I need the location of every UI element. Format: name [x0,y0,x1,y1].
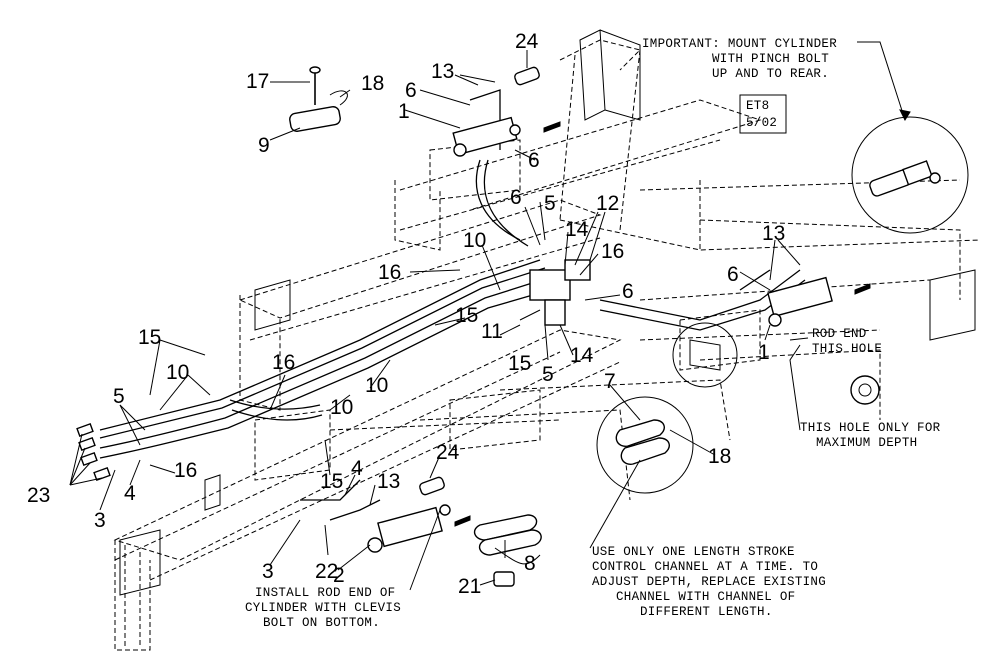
callout-4: 4 [351,457,363,480]
callout-5: 5 [542,363,554,386]
detail-circle-channel [596,396,694,494]
callout-2: 2 [333,564,345,587]
note-rod-end: ROD END THIS HOLE [812,327,882,356]
callout-10: 10 [166,361,189,384]
note-line: ADJUST DEPTH, REPLACE EXISTING [592,575,826,589]
callout-1: 1 [398,100,410,123]
callout-6: 6 [405,79,417,102]
revision-label-box: ET8 5/02 [739,94,787,134]
revision-label-line2: 5/02 [746,116,777,130]
valve-block [529,259,591,326]
stroke-control-channels [473,514,542,587]
callout-18: 18 [708,445,731,468]
note-line: USE ONLY ONE LENGTH STROKE [592,545,795,559]
cylinder-top [452,116,521,157]
callout-12: 12 [596,192,619,215]
callout-14: 14 [570,344,594,367]
callout-6: 6 [622,280,634,303]
note-line: UP AND TO REAR. [712,67,829,81]
callout-5: 5 [113,385,125,408]
revision-label-line1: ET8 [746,99,769,113]
callout-17: 17 [246,70,269,93]
cylinder-bottom [367,504,451,553]
callout-16: 16 [174,459,197,482]
note-line: BOLT ON BOTTOM. [263,616,380,630]
hose-couplers [76,422,111,482]
pin-and-clip [289,66,348,132]
callout-10: 10 [365,374,388,397]
detail-circle-hole [672,322,738,388]
callout-3: 3 [94,509,106,532]
callout-1: 1 [758,341,770,364]
callout-16: 16 [272,351,295,374]
callout-6: 6 [510,186,522,209]
callout-18: 18 [361,72,384,95]
cylinder-right [767,276,833,327]
note-line: THIS HOLE ONLY FOR [800,421,941,435]
note-line: CYLINDER WITH CLEVIS [245,601,401,615]
frame-outline [113,29,981,651]
callout-5: 5 [544,192,556,215]
note-line: DIFFERENT LENGTH. [640,605,773,619]
note-hole-max-depth: THIS HOLE ONLY FOR MAXIMUM DEPTH [800,421,941,450]
callout-14: 14 [565,218,589,241]
note-line: THIS HOLE [812,342,882,356]
note-line: CONTROL CHANNEL AT A TIME. TO [592,560,818,574]
callout-8: 8 [524,552,536,575]
callout-11: 11 [481,320,503,343]
callout-24: 24 [436,441,460,464]
callout-13: 13 [377,470,400,493]
arrowheads [454,109,911,527]
callout-15: 15 [320,470,343,493]
callout-6: 6 [528,149,540,172]
callout-15: 15 [508,352,531,375]
callout-6: 6 [727,263,739,286]
callout-22: 22 [315,560,338,583]
callout-13: 13 [762,222,785,245]
hydraulic-hoses [99,89,806,521]
note-line: INSTALL ROD END OF [255,586,395,600]
spacer-pin [419,66,540,496]
callout-9: 9 [258,134,270,157]
callout-15: 15 [455,304,478,327]
note-install-rod-end: INSTALL ROD END OF CYLINDER WITH CLEVIS … [245,586,401,630]
wheel [850,375,880,405]
note-mount-cylinder: IMPORTANT: MOUNT CYLINDER WITH PINCH BOL… [642,37,837,81]
callout-10: 10 [330,396,353,419]
callout-10: 10 [463,229,486,252]
callout-13: 13 [431,60,454,83]
note-line: WITH PINCH BOLT [712,52,829,66]
callout-4: 4 [124,482,136,505]
callout-7: 7 [604,370,616,393]
callout-3: 3 [262,560,274,583]
callout-16: 16 [378,261,401,284]
callout-15: 15 [138,326,161,349]
note-line: MAXIMUM DEPTH [816,436,917,450]
callout-numbers: 24 17 18 13 6 1 9 6 6 5 12 14 16 13 6 10… [27,30,785,598]
note-line: ROD END [812,327,867,341]
note-line: IMPORTANT: MOUNT CYLINDER [642,37,837,51]
callout-16: 16 [601,240,624,263]
callout-21: 21 [458,575,481,598]
detail-circle-upper-right [851,116,969,234]
leader-lines [69,41,906,591]
note-line: CHANNEL WITH CHANNEL OF [616,590,795,604]
callout-23: 23 [27,484,50,507]
note-stroke-channel: USE ONLY ONE LENGTH STROKE CONTROL CHANN… [592,545,826,619]
callout-24: 24 [515,30,539,53]
